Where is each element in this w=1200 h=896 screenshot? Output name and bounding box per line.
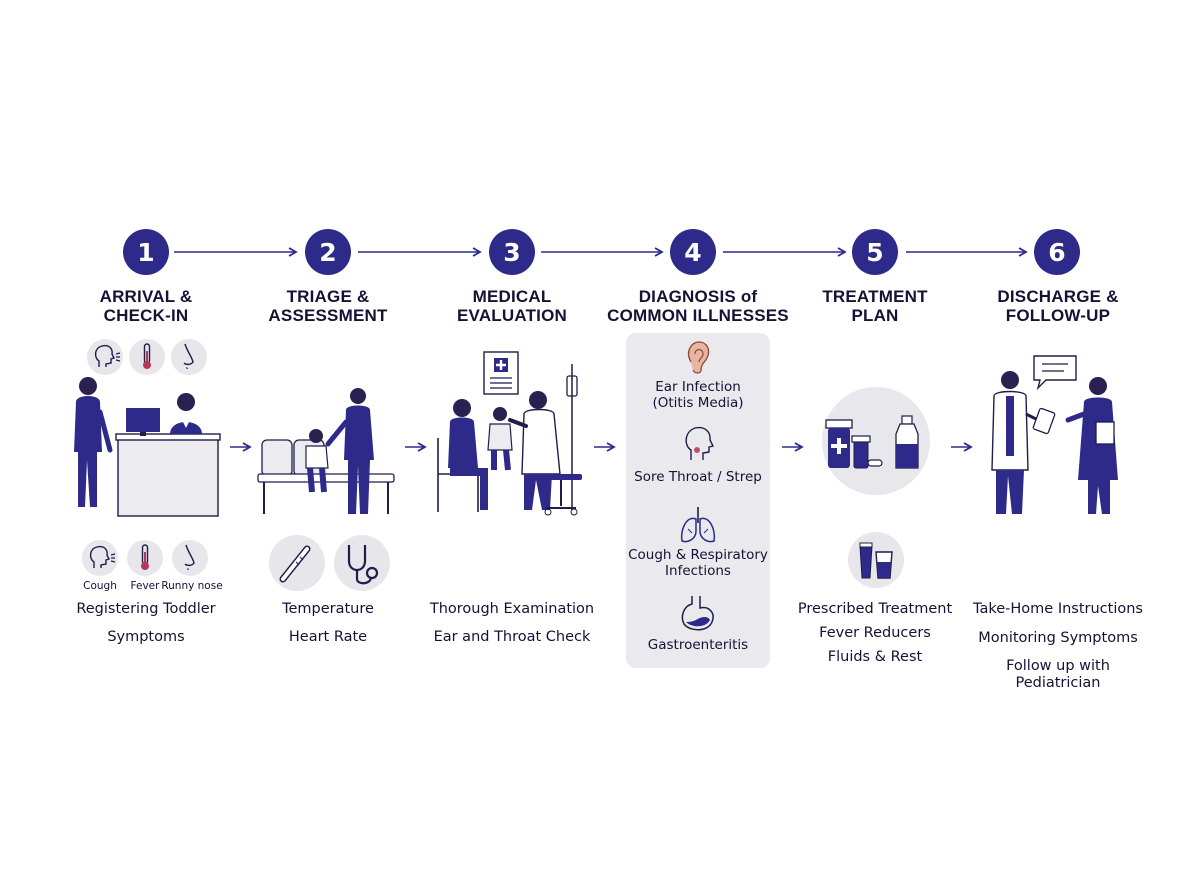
discharge-illustration — [991, 355, 1118, 514]
step-5-detail-2: Fever Reducers — [819, 625, 931, 641]
nose-icon — [171, 339, 207, 375]
nose-icon-2 — [172, 540, 208, 576]
step-3-detail-2: Ear and Throat Check — [433, 629, 591, 645]
illness-ear-infection: Ear Infection(Otitis Media) — [652, 379, 744, 411]
step-1-badge: 1 — [123, 229, 169, 275]
thermometer-icon-2 — [127, 540, 163, 576]
diagnosis-panel — [626, 333, 770, 668]
step-1-detail-2: Symptoms — [107, 629, 185, 645]
medicine-tube-cup-icon — [848, 532, 904, 588]
step-6-detail-4: Pediatrician — [1015, 675, 1101, 691]
step-1-title: ARRIVAL &CHECK-IN — [99, 287, 193, 325]
step-1-detail-1: Registering Toddler — [76, 601, 216, 617]
step-6-title: DISCHARGE &FOLLOW-UP — [997, 287, 1119, 325]
stethoscope-icon — [334, 535, 390, 591]
step-3-detail-1: Thorough Examination — [429, 601, 595, 617]
step-5-detail-3: Fluids & Rest — [827, 649, 923, 665]
step-3-badge: 3 — [489, 229, 535, 275]
step-6-badge: 6 — [1034, 229, 1080, 275]
step-5-detail-1: Prescribed Treatment — [797, 601, 953, 617]
throat-icon — [685, 426, 715, 460]
thermometer-icon — [129, 339, 165, 375]
step-5-badge: 5 — [852, 229, 898, 275]
head-cough-icon — [87, 339, 123, 375]
symptom-label-runny-nose: Runny nose — [161, 580, 223, 592]
step-1-top-symptom-icons — [87, 339, 207, 375]
step-2-badge: 2 — [305, 229, 351, 275]
step-6-detail-3: Follow up with — [1006, 658, 1110, 674]
step-6-detail-2: Monitoring Symptoms — [978, 630, 1138, 646]
medicine-illustration — [822, 387, 930, 495]
ear-icon — [687, 341, 710, 374]
step-1-symptom-icons — [82, 540, 208, 576]
illness-gastroenteritis: Gastroenteritis — [647, 637, 749, 653]
head-cough-icon-2 — [82, 540, 118, 576]
symptom-label-cough: Cough — [83, 580, 117, 592]
step-6-detail-1: Take-Home Instructions — [973, 601, 1143, 617]
symptom-label-fever: Fever — [130, 580, 160, 592]
step-2-detail-2: Heart Rate — [288, 629, 368, 645]
illness-sore-throat: Sore Throat / Strep — [634, 469, 762, 485]
stomach-icon — [681, 596, 714, 631]
triage-illustration — [257, 388, 395, 514]
check-in-desk-illustration — [74, 377, 221, 517]
triage-detail-icons — [269, 535, 390, 591]
step-2-detail-1: Temperature — [282, 601, 374, 617]
thermometer-icon-3 — [269, 535, 325, 591]
exam-room-illustration — [437, 351, 582, 516]
lungs-icon — [680, 507, 716, 543]
step-2-title: TRIAGE &ASSESSMENT — [268, 287, 388, 325]
step-4-badge: 4 — [670, 229, 716, 275]
